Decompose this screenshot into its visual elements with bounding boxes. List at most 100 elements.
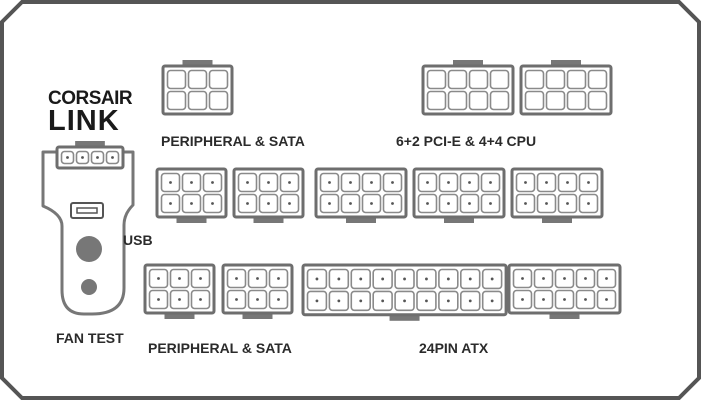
pin-dot bbox=[66, 156, 69, 159]
pin-dot bbox=[566, 181, 569, 184]
pin-dot bbox=[199, 298, 202, 301]
pin-dot bbox=[178, 277, 181, 280]
pin-dot bbox=[246, 181, 249, 184]
pin-dot bbox=[315, 299, 319, 303]
pin-dot bbox=[584, 298, 587, 301]
pin-dot bbox=[157, 277, 160, 280]
connector-pin bbox=[566, 69, 587, 90]
pin-dot bbox=[490, 299, 494, 303]
connector-pcie-cpu bbox=[421, 60, 515, 116]
pin-dot bbox=[391, 181, 394, 184]
connector-pin bbox=[447, 90, 468, 111]
pin-dot bbox=[349, 181, 352, 184]
label-24pin-atx: 24PIN ATX bbox=[419, 340, 489, 356]
connector-latch bbox=[242, 312, 273, 319]
connector-pin bbox=[587, 69, 608, 90]
label-fan-test: FAN TEST bbox=[56, 330, 124, 346]
connector-pin bbox=[468, 90, 489, 111]
pin-dot bbox=[566, 202, 569, 205]
connector-pin bbox=[524, 90, 545, 111]
pin-dot bbox=[211, 202, 214, 205]
pin-dot bbox=[468, 202, 471, 205]
pin-dot bbox=[489, 202, 492, 205]
connector-pcie-cpu bbox=[519, 60, 613, 116]
pin-dot bbox=[96, 156, 99, 159]
pin-dot bbox=[563, 277, 566, 280]
pin-dot bbox=[277, 298, 280, 301]
connector-pin bbox=[545, 90, 566, 111]
pin-dot bbox=[584, 277, 587, 280]
pin-dot bbox=[381, 277, 385, 281]
connector-pin bbox=[187, 90, 208, 111]
connector-pin bbox=[166, 90, 187, 111]
connector-pin bbox=[545, 69, 566, 90]
pin-dot bbox=[235, 277, 238, 280]
pin-dot bbox=[391, 202, 394, 205]
pin-dot bbox=[359, 299, 363, 303]
pin-dot bbox=[468, 181, 471, 184]
pin-dot bbox=[111, 156, 114, 159]
pin-dot bbox=[447, 202, 450, 205]
connector-latch bbox=[346, 216, 376, 223]
connector-latch bbox=[164, 312, 195, 319]
usb-port-icon bbox=[70, 202, 104, 219]
pin-dot bbox=[315, 277, 319, 281]
connector-middle-3 bbox=[314, 167, 408, 223]
pin-dot bbox=[81, 156, 84, 159]
pin-dot bbox=[542, 277, 545, 280]
label-pcie-cpu: 6+2 PCI-E & 4+4 CPU bbox=[396, 133, 536, 149]
pin-dot bbox=[337, 277, 341, 281]
pin-dot bbox=[468, 299, 472, 303]
pin-dot bbox=[256, 277, 259, 280]
connector-peripheral-sata-top bbox=[161, 60, 234, 116]
pin-dot bbox=[542, 298, 545, 301]
connector-middle-5 bbox=[510, 167, 604, 223]
pin-dot bbox=[190, 202, 193, 205]
connector-atx-24pin bbox=[301, 263, 508, 321]
connector-pin bbox=[426, 90, 447, 111]
pin-dot bbox=[267, 202, 270, 205]
connector-pin bbox=[489, 69, 510, 90]
pin-dot bbox=[199, 277, 202, 280]
pin-dot bbox=[190, 181, 193, 184]
connector-pin bbox=[187, 69, 208, 90]
pin-dot bbox=[256, 298, 259, 301]
pin-dot bbox=[403, 277, 406, 281]
connector-peripheral-sata-bottom bbox=[221, 263, 294, 319]
pin-dot bbox=[381, 299, 385, 303]
connector-latch bbox=[75, 141, 105, 148]
pin-dot bbox=[426, 202, 429, 205]
connector-latch bbox=[389, 313, 420, 321]
pin-dot bbox=[563, 298, 566, 301]
connector-pin bbox=[208, 90, 229, 111]
connector-latch bbox=[182, 60, 213, 67]
connector-latch bbox=[444, 216, 474, 223]
pin-dot bbox=[446, 277, 450, 281]
label-peripheral-sata-bottom: PERIPHERAL & SATA bbox=[148, 340, 292, 356]
fan-test-button-icon[interactable] bbox=[76, 236, 102, 262]
pin-dot bbox=[545, 181, 548, 184]
connector-pin bbox=[587, 90, 608, 111]
pin-dot bbox=[328, 202, 331, 205]
connector-atx-10pin bbox=[507, 263, 622, 319]
corsair-link-header bbox=[55, 141, 125, 170]
pin-dot bbox=[288, 202, 291, 205]
label-usb: USB bbox=[123, 232, 153, 248]
link-module-outline bbox=[41, 150, 135, 316]
connector-pin bbox=[566, 90, 587, 111]
pin-dot bbox=[178, 298, 181, 301]
connector-pin bbox=[426, 69, 447, 90]
connector-pin bbox=[468, 69, 489, 90]
connector-latch bbox=[549, 312, 580, 319]
pin-dot bbox=[489, 181, 492, 184]
pin-dot bbox=[605, 277, 608, 280]
pin-dot bbox=[425, 277, 428, 281]
connector-middle-1 bbox=[155, 167, 228, 223]
pin-dot bbox=[349, 202, 352, 205]
pin-dot bbox=[169, 202, 172, 205]
mounting-hole-icon bbox=[81, 279, 97, 295]
pin-dot bbox=[277, 277, 280, 280]
logo-line-2: LINK bbox=[48, 105, 120, 137]
pin-dot bbox=[468, 277, 472, 281]
